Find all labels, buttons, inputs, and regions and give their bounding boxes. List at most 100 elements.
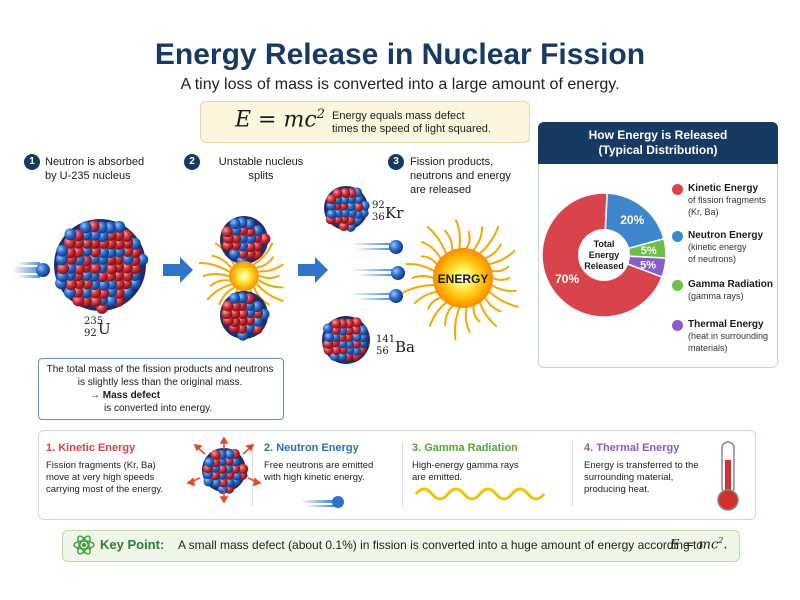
neutron-icon xyxy=(300,496,344,508)
legend-thermal-sub2: materials) xyxy=(688,343,728,353)
mass-defect-term-row: → Mass defect xyxy=(90,390,160,401)
energy-ray xyxy=(484,243,502,260)
donut-value-label: 5% xyxy=(640,259,656,271)
energy-ray xyxy=(258,279,284,289)
legend-kinetic-sub2: (Kr, Ba) xyxy=(688,207,719,217)
energy-ray xyxy=(258,263,284,273)
nucleon xyxy=(211,477,222,488)
donut-value-label: 70% xyxy=(555,272,579,286)
form-thermal-line3: producing heat. xyxy=(584,484,650,495)
krypton-atomic-number: 36 xyxy=(372,212,385,223)
form-kinetic-line1: Fission fragments (Kr, Ba) xyxy=(46,460,156,471)
energy-distribution-donut: 20%5%5%70% xyxy=(541,192,667,318)
key-formula-lhs: E = mc xyxy=(670,537,719,553)
legend-gamma: Gamma Radiation (gamma rays) xyxy=(688,279,773,302)
energy-ray xyxy=(479,301,498,327)
step-1-line1: Neutron is absorbed xyxy=(45,156,145,168)
nucleon xyxy=(338,221,349,232)
nucleon xyxy=(351,331,362,342)
atom-icon xyxy=(73,535,95,555)
barium-atomic-number: 56 xyxy=(376,346,389,357)
uranium-nucleus xyxy=(54,219,149,314)
energy-ray xyxy=(253,242,274,265)
form-neutron-title: 2. Neutron Energy xyxy=(264,442,359,454)
process-arrow-2 xyxy=(298,257,328,283)
nucleon xyxy=(351,317,362,328)
energy-ray xyxy=(454,306,461,341)
form-kinetic-line3: carrying most of the energy. xyxy=(46,484,164,495)
mass-defect-term: Mass defect xyxy=(102,390,161,401)
distribution-title-line1: How Energy is Released xyxy=(588,128,728,142)
legend-kinetic: Kinetic Energy of fission fragments (Kr,… xyxy=(688,183,766,218)
nucleon xyxy=(64,278,77,291)
nucleon xyxy=(105,294,118,307)
energy-forms-panel xyxy=(38,430,756,520)
key-formula-end: . xyxy=(723,537,728,553)
energy-ray xyxy=(472,305,481,323)
step-3-line2: neutrons and energy xyxy=(410,170,511,182)
form-thermal-line2: surrounding material, xyxy=(584,472,674,483)
nucleon xyxy=(238,463,249,474)
nucleon xyxy=(105,262,118,275)
legend-gamma-sub1: (gamma rays) xyxy=(688,291,744,301)
energy-ray xyxy=(256,283,284,302)
nucleon xyxy=(322,323,333,334)
energy-ray xyxy=(421,241,442,260)
form-neutron-desc: Free neutrons are emitted with high kine… xyxy=(264,460,373,484)
legend-thermal-sub1: (heat in surrounding xyxy=(688,331,769,341)
legend-neutron-sub1: (kinetic energy xyxy=(688,242,747,252)
key-point-formula: E = mc2. xyxy=(670,536,728,552)
divider xyxy=(572,442,573,506)
form-gamma-line2: are emitted. xyxy=(412,472,463,483)
divider xyxy=(252,442,253,506)
nucleon xyxy=(222,300,234,312)
legend-neutron-dot xyxy=(672,231,683,242)
form-kinetic-line2: move at very high speeds xyxy=(46,472,155,483)
divider xyxy=(402,442,403,506)
legend-neutron: Neutron Energy (kinetic energy of neutro… xyxy=(688,230,763,265)
key-point-text: A small mass defect (about 0.1%) in fiss… xyxy=(178,538,703,552)
energy-ray xyxy=(444,229,454,251)
form-gamma-line1: High-energy gamma rays xyxy=(412,460,519,471)
barium-mass-number: 141 xyxy=(376,334,396,345)
legend-gamma-dot xyxy=(672,280,683,291)
nucleon xyxy=(73,262,86,275)
nucleon xyxy=(251,323,263,335)
form-thermal-line1: Energy is transferred to the xyxy=(584,460,699,471)
legend-neutron-title: Neutron Energy xyxy=(688,230,764,241)
form-kinetic-title: 1. Kinetic Energy xyxy=(46,442,136,454)
nucleon xyxy=(340,187,351,198)
gamma-wave-icon xyxy=(414,487,546,501)
donut-center-line2: Energy xyxy=(588,250,620,260)
nucleon xyxy=(331,318,342,329)
legend-kinetic-dot xyxy=(672,184,683,195)
donut-center-label: Total Energy Released xyxy=(580,239,628,272)
nucleon xyxy=(203,476,214,487)
key-formula-exponent: 2 xyxy=(718,536,724,545)
mass-defect-line4: is converted into energy. xyxy=(104,403,213,414)
barium-symbol: Ba xyxy=(395,338,415,356)
step-2-line1: Unstable nucleus xyxy=(218,156,304,168)
released-neutrons xyxy=(350,240,405,303)
energy-ray xyxy=(492,277,511,281)
donut-value-label: 5% xyxy=(641,245,657,257)
form-gamma-title: 3. Gamma Radiation xyxy=(412,442,518,454)
nucleon xyxy=(72,294,85,307)
fission-process-illustration xyxy=(12,186,519,364)
step-2-number: 2 xyxy=(184,154,200,170)
thermometer-icon xyxy=(717,441,739,511)
nucleon xyxy=(224,449,235,460)
energy-ray xyxy=(411,275,434,279)
donut-center-line3: Released xyxy=(584,261,624,271)
uranium-mass-number: 235 xyxy=(84,316,104,327)
energy-ray xyxy=(454,219,462,250)
incoming-neutron xyxy=(12,262,50,278)
nucleon xyxy=(237,308,249,320)
nucleon xyxy=(331,345,342,356)
krypton-symbol: Kr xyxy=(385,204,404,222)
energy-ray xyxy=(401,284,435,294)
step-1-number: 1 xyxy=(24,154,40,170)
page-title: Energy Release in Nuclear Fission xyxy=(154,38,646,71)
nucleon xyxy=(64,228,77,241)
form-neutron-line2: with high kinetic energy. xyxy=(264,472,365,483)
